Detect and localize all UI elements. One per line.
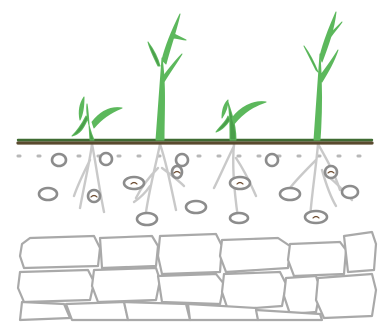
plant-leaf	[92, 108, 122, 128]
mature-plant	[304, 12, 342, 140]
pebble	[39, 188, 57, 200]
bedrock-block	[316, 274, 376, 318]
seedling	[72, 97, 122, 140]
bedrock-block	[284, 276, 320, 314]
plant-leaf	[232, 102, 266, 124]
bedrock-block	[18, 270, 94, 302]
bedrock-block	[344, 232, 376, 272]
pebble	[280, 188, 300, 200]
plant-leaf	[216, 116, 230, 132]
plant-leaf	[79, 97, 84, 120]
pebble	[266, 154, 278, 166]
bedrock-block	[20, 236, 100, 268]
bedrock-block	[158, 234, 222, 274]
bedrock-block	[288, 242, 346, 276]
bedrock-block	[188, 304, 258, 320]
bedrock-block	[158, 274, 224, 304]
pebble	[176, 154, 188, 166]
root	[74, 160, 90, 196]
mature-plant	[148, 14, 186, 140]
plant-leaf	[148, 42, 160, 66]
plants	[72, 12, 342, 140]
bedrock-block	[220, 238, 290, 272]
plant-leaf	[172, 34, 186, 40]
root-system	[74, 144, 352, 218]
bedrock-block	[20, 302, 70, 320]
bedrock-block	[66, 302, 128, 320]
pebble	[342, 186, 358, 198]
bedrock-block	[222, 272, 286, 310]
plant-leaf	[222, 100, 228, 118]
root	[290, 160, 316, 188]
pebble	[52, 154, 66, 166]
pebble	[230, 213, 248, 223]
plant-leaf	[320, 12, 336, 62]
bedrock-block	[92, 268, 160, 302]
bedrock-layer	[18, 232, 376, 320]
seedling	[216, 100, 266, 140]
bedrock-block	[124, 302, 190, 320]
plant-leaf	[304, 46, 318, 72]
root	[310, 144, 318, 218]
plant-stem	[156, 58, 165, 140]
bedrock-block	[100, 236, 158, 268]
pebble	[186, 201, 206, 213]
pebble	[100, 153, 112, 165]
pebble	[137, 213, 157, 225]
